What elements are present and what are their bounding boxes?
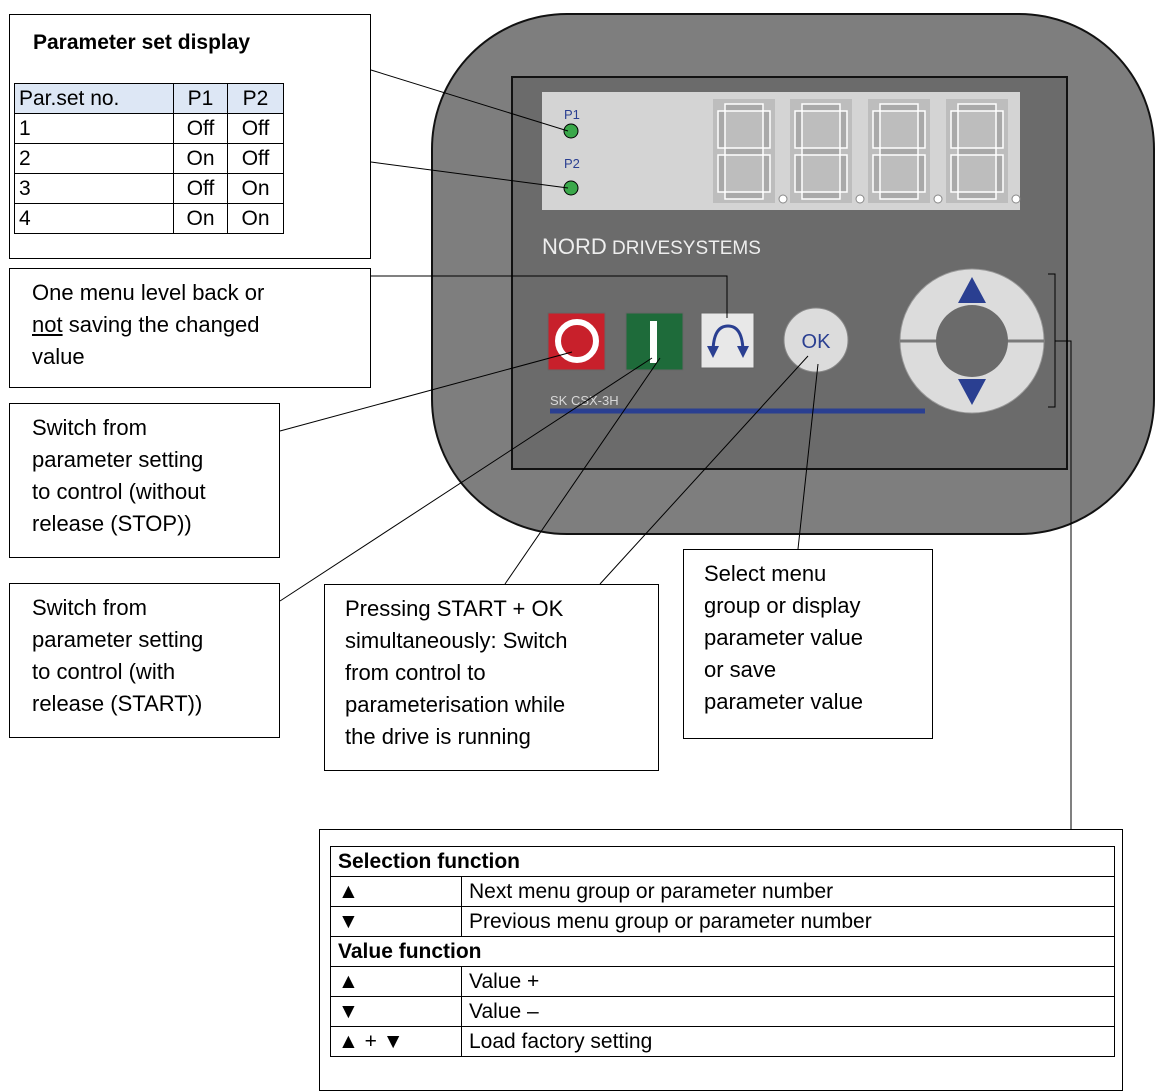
key-cell: ▲ xyxy=(330,966,462,997)
table-cell: Off xyxy=(227,143,284,174)
callout-line: simultaneously: Switch xyxy=(345,628,568,653)
table-row: ▲Value + xyxy=(330,966,1115,997)
led-p1 xyxy=(563,123,579,139)
parameter-set-table: Par.set no. P1 P2 1 Off Off 2 On Off 3 O… xyxy=(14,83,284,234)
callout-line: Select menu xyxy=(704,561,827,586)
value-cell: Value – xyxy=(461,996,1115,1027)
table-row: Selection function xyxy=(330,846,1115,877)
table-cell: 1 xyxy=(14,113,174,144)
table-row: 3 Off On xyxy=(14,173,284,204)
back-arrow-icon xyxy=(707,324,749,358)
table-cell: 2 xyxy=(14,143,174,174)
key-cell: ▲ xyxy=(330,876,462,907)
table-row: ▼Previous menu group or parameter number xyxy=(330,906,1115,937)
callout-start: Switch from parameter setting to control… xyxy=(9,583,280,738)
table-cell: On xyxy=(227,203,284,234)
header-cell: P1 xyxy=(173,83,228,114)
segment-digit xyxy=(713,99,788,204)
callout-start-ok: Pressing START + OK simultaneously: Swit… xyxy=(324,584,659,771)
led-p2 xyxy=(563,180,579,196)
header-cell: Par.set no. xyxy=(14,83,174,114)
leader-lines xyxy=(279,69,1072,829)
ok-label: OK xyxy=(802,331,832,353)
segment-digit xyxy=(868,99,943,204)
callout-text: saving the changed xyxy=(62,312,260,337)
table-section-header: Value function xyxy=(330,936,1115,967)
down-arrow-icon[interactable] xyxy=(958,379,986,405)
callout-line: parameter setting xyxy=(32,627,204,652)
segment-digit xyxy=(790,99,865,204)
back-button[interactable] xyxy=(700,312,755,369)
start-button[interactable] xyxy=(625,312,684,371)
callout-line: not saving the changed xyxy=(32,309,370,341)
value-cell: Previous menu group or parameter number xyxy=(461,906,1115,937)
callout-line: the drive is running xyxy=(345,724,531,749)
callout-line: Switch from xyxy=(32,595,147,620)
led-p1-label: P1 xyxy=(564,107,580,122)
callout-line: Switch from xyxy=(32,415,147,440)
start-icon xyxy=(650,321,657,363)
table-cell: Off xyxy=(227,113,284,144)
segment-digit xyxy=(946,99,1021,204)
dpad[interactable] xyxy=(899,268,1045,414)
display-window xyxy=(542,92,1020,210)
table-row: 2 On Off xyxy=(14,143,284,174)
table-cell: On xyxy=(173,143,228,174)
callout-ok: Select menu group or display parameter v… xyxy=(683,549,933,739)
key-cell: ▼ xyxy=(330,996,462,1027)
stop-button[interactable] xyxy=(547,312,606,371)
callout-line: or save xyxy=(704,657,777,682)
table-row: ▲Next menu group or parameter number xyxy=(330,876,1115,907)
callout-line: One menu level back or xyxy=(32,280,265,305)
callout-line: group or display xyxy=(704,593,861,618)
led-p2-label: P2 xyxy=(564,156,580,171)
table-row: ▼Value – xyxy=(330,996,1115,1027)
value-cell: Next menu group or parameter number xyxy=(461,876,1115,907)
callout-line: release (STOP)) xyxy=(32,511,192,536)
table-row: ▲ + ▼Load factory setting xyxy=(330,1026,1115,1057)
stop-icon xyxy=(555,319,599,363)
key-cell: ▼ xyxy=(330,906,462,937)
table-cell: Off xyxy=(173,113,228,144)
ok-button[interactable]: OK xyxy=(783,307,849,373)
selection-function-table: Selection function ▲Next menu group or p… xyxy=(330,846,1115,1057)
table-row: 1 Off Off xyxy=(14,113,284,144)
table-cell: Off xyxy=(173,173,228,204)
callout-back: One menu level back or not saving the ch… xyxy=(9,268,371,388)
selection-function-box: Selection function ▲Next menu group or p… xyxy=(319,829,1123,1091)
parameter-set-box: Parameter set display Par.set no. P1 P2 … xyxy=(9,14,371,259)
callout-stop: Switch from parameter setting to control… xyxy=(9,403,280,558)
callout-underline: not xyxy=(32,312,63,337)
table-header-row: Par.set no. P1 P2 xyxy=(14,83,284,114)
table-cell: On xyxy=(227,173,284,204)
callout-line: from control to xyxy=(345,660,486,685)
table-row: 4 On On xyxy=(14,203,284,234)
callout-line: parameter value xyxy=(704,625,863,650)
callout-line: parameter setting xyxy=(32,447,204,472)
callout-line: release (START)) xyxy=(32,691,203,716)
callout-line: parameter value xyxy=(704,689,863,714)
model-label: SK CSX-3H xyxy=(550,393,619,408)
parameter-set-title: Parameter set display xyxy=(33,31,251,54)
header-cell: P2 xyxy=(227,83,284,114)
value-cell: Value + xyxy=(461,966,1115,997)
callout-line: to control (with xyxy=(32,659,176,684)
table-cell: On xyxy=(173,203,228,234)
table-cell: 4 xyxy=(14,203,174,234)
brand-label: NORD DRIVESYSTEMS xyxy=(542,234,761,259)
table-cell: 3 xyxy=(14,173,174,204)
table-section-header: Selection function xyxy=(330,846,1115,877)
callout-line: parameterisation while xyxy=(345,692,566,717)
key-cell: ▲ + ▼ xyxy=(330,1026,462,1057)
callout-line: value xyxy=(32,344,85,369)
table-row: Value function xyxy=(330,936,1115,967)
callout-line: Pressing START + OK xyxy=(345,596,564,621)
up-arrow-icon[interactable] xyxy=(958,277,986,303)
callout-line: to control (without xyxy=(32,479,206,504)
value-cell: Load factory setting xyxy=(461,1026,1115,1057)
